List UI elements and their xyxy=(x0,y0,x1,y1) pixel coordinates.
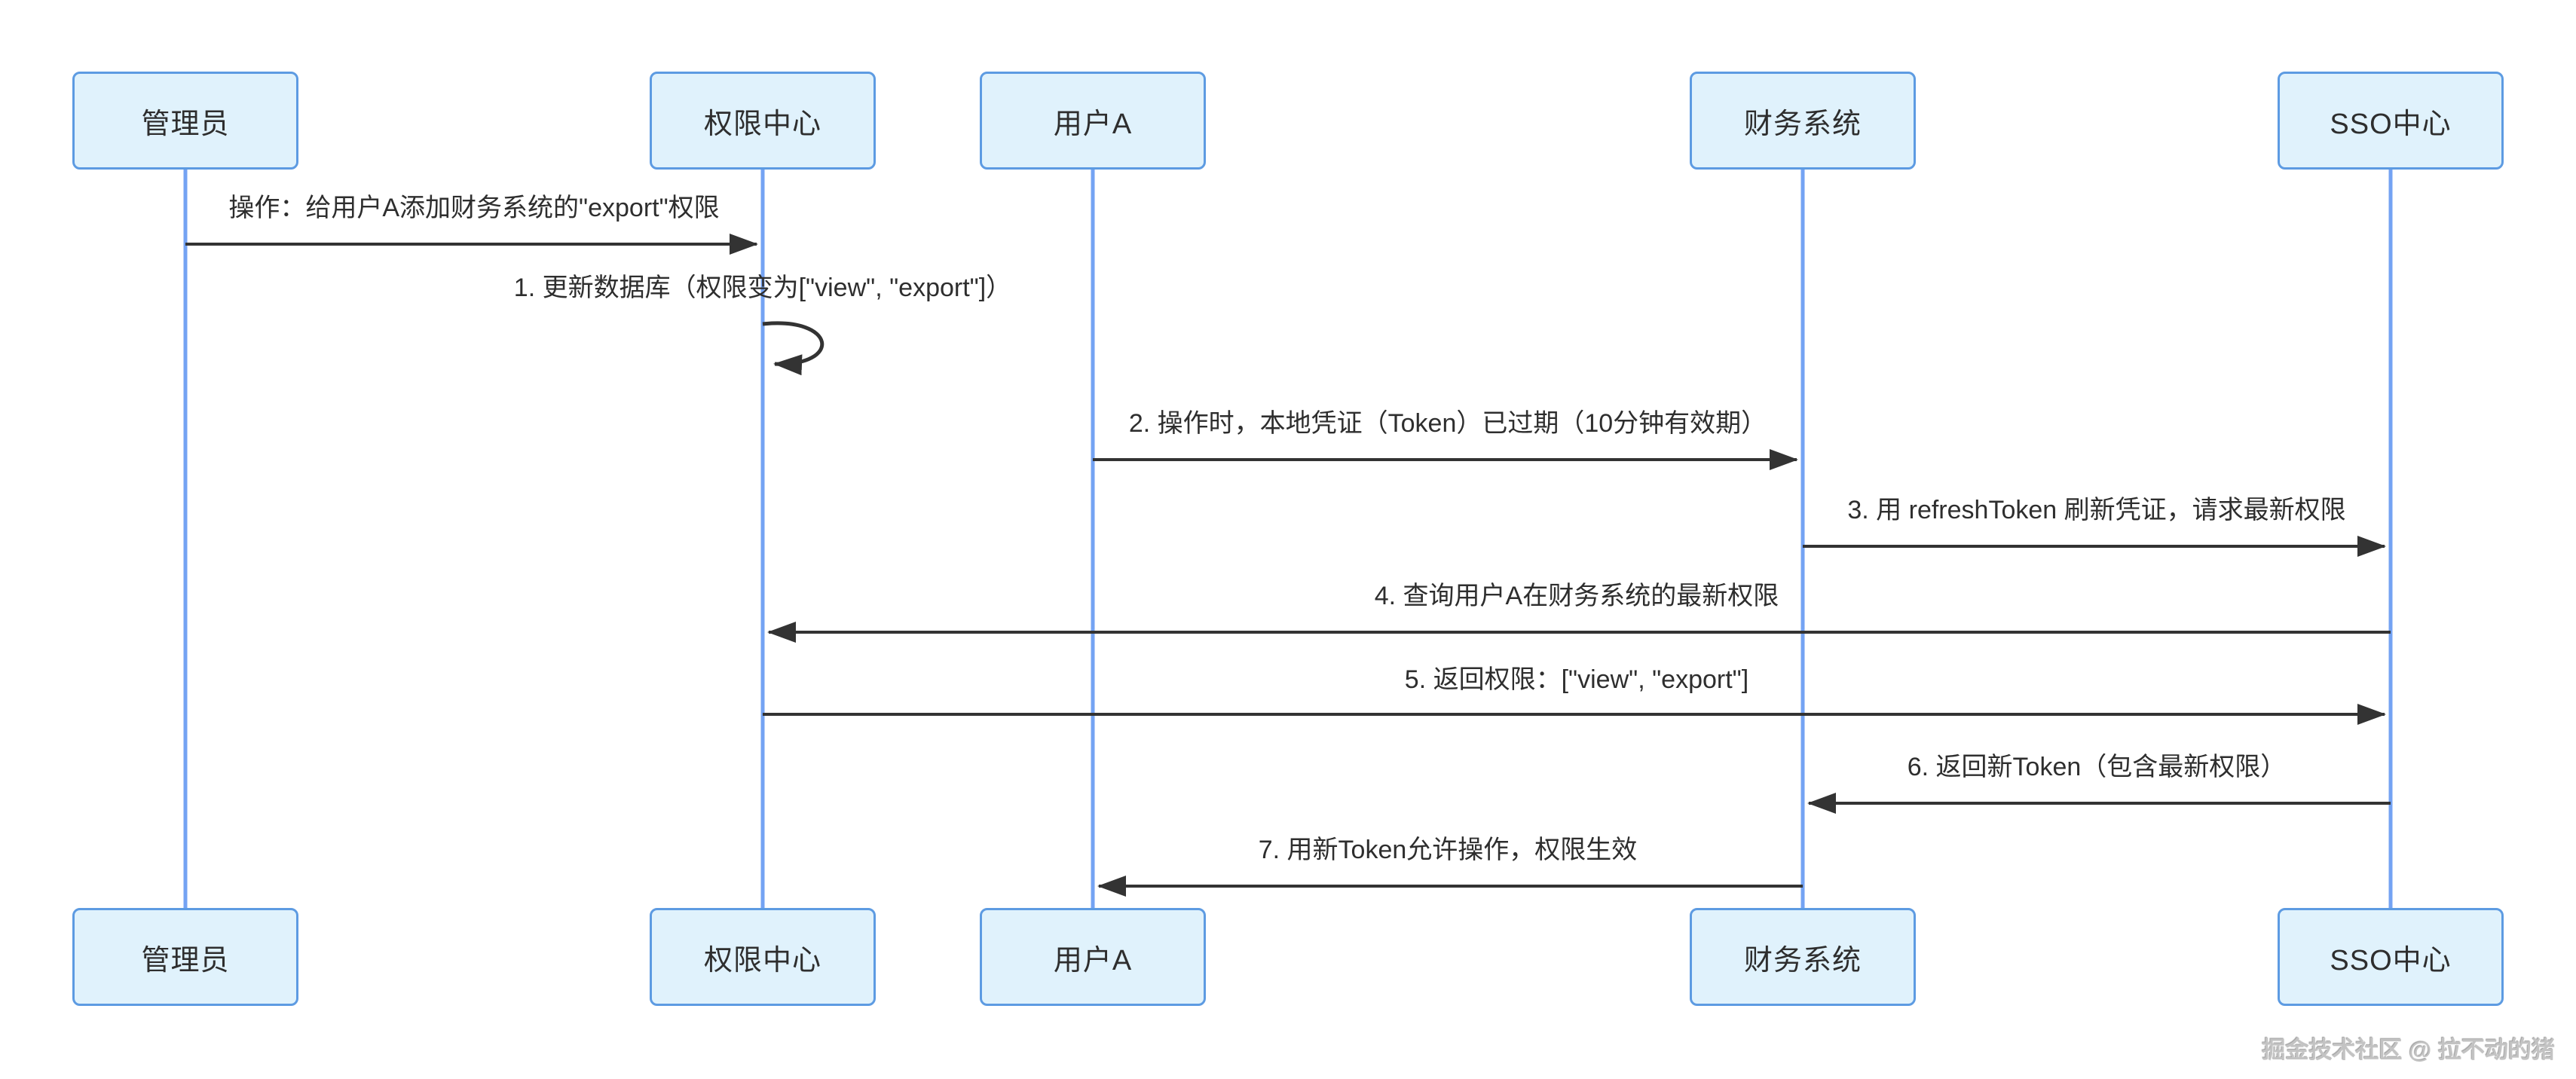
message-label-4: 4. 查询用户A在财务系统的最新权限 xyxy=(1374,582,1779,610)
actor-bottom-admin: 管理员 xyxy=(72,908,298,1006)
message-label-5: 5. 返回权限：["view", "export"] xyxy=(1404,665,1749,694)
actor-top-finance-system: 财务系统 xyxy=(1690,72,1916,170)
actor-top-permission-center: 权限中心 xyxy=(650,72,876,170)
message-label-0: 操作：给用户A添加财务系统的"export"权限 xyxy=(228,194,720,222)
watermark: 掘金技术社区 @ 拉不动的猪 xyxy=(2262,1037,2555,1063)
actor-bottom-permission-center: 权限中心 xyxy=(650,908,876,1006)
actor-bottom-sso-center: SSO中心 xyxy=(2278,908,2504,1006)
actor-top-sso-center: SSO中心 xyxy=(2278,72,2504,170)
actor-bottom-finance-system: 财务系统 xyxy=(1690,908,1916,1006)
message-label-6: 6. 返回新Token（包含最新权限） xyxy=(1907,753,2287,781)
actor-top-admin: 管理员 xyxy=(72,72,298,170)
actor-top-user-a: 用户A xyxy=(980,72,1206,170)
message-label-3: 3. 用 refreshToken 刷新凭证，请求最新权限 xyxy=(1847,496,2346,524)
actor-bottom-user-a: 用户A xyxy=(980,908,1206,1006)
message-label-2: 2. 操作时，本地凭证（Token）已过期（10分钟有效期） xyxy=(1128,409,1767,438)
message-label-7: 7. 用新Token允许操作，权限生效 xyxy=(1258,836,1638,864)
message-label-1: 1. 更新数据库（权限变为["view", "export"]） xyxy=(513,274,1012,302)
message-arrow-1-self-loop-permission-center xyxy=(762,321,825,376)
